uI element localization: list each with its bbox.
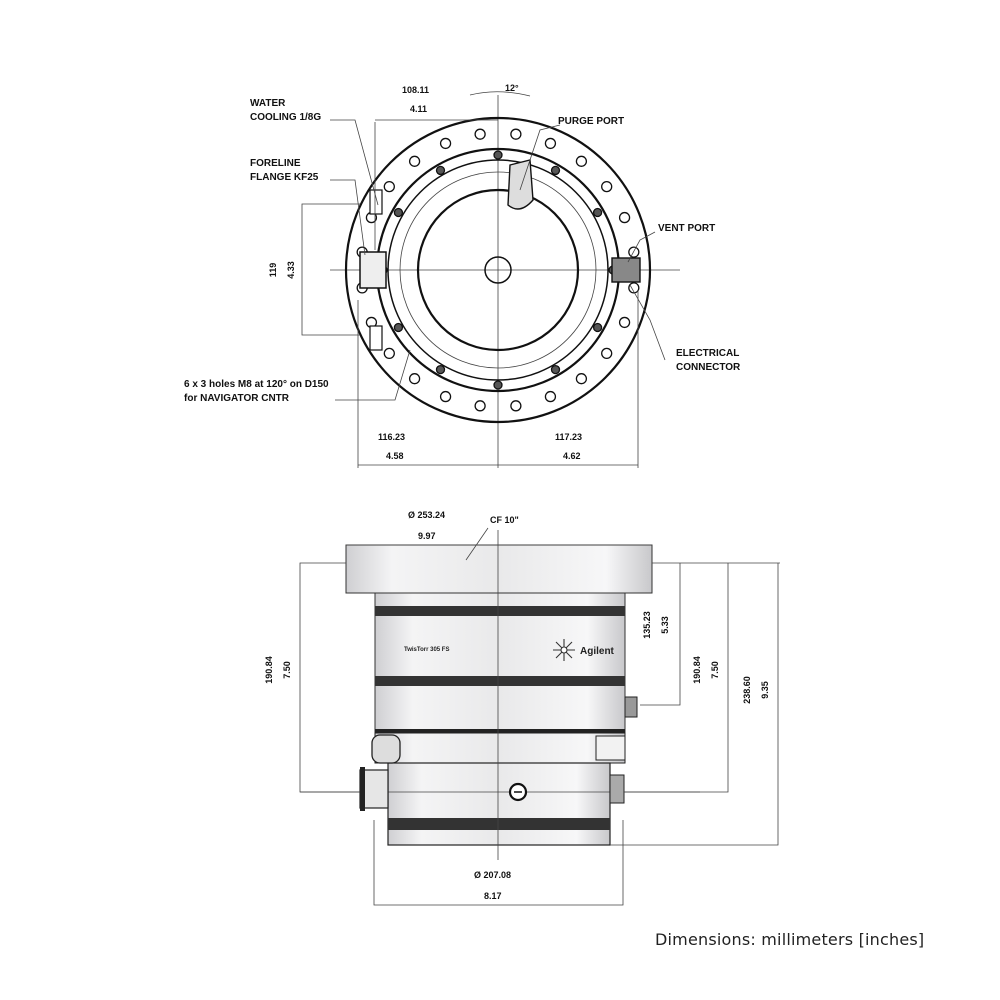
bolt-hole: [474, 128, 486, 140]
holes-note-2: for NAVIGATOR CNTR: [184, 393, 290, 404]
bolt-hole: [393, 322, 404, 333]
rotor-inlet-circle: [416, 188, 580, 352]
agilent-logo-icon: [553, 639, 575, 661]
bolt-hole: [510, 400, 522, 412]
bolt-hole: [435, 364, 446, 375]
dim-bottom-right-in: 4.62: [563, 451, 581, 461]
center-hub: [484, 256, 512, 284]
dim-top-offset-in: 4.11: [410, 104, 427, 114]
bolt-hole: [601, 347, 613, 360]
top-view: WATER COOLING 1/8G FORELINE FLANGE KF25 …: [184, 83, 741, 468]
bolt-hole: [439, 390, 452, 403]
bolt-hole: [493, 380, 503, 390]
dim-bottom-left-in: 4.58: [386, 451, 404, 461]
dim-total-height-in: 9.35: [760, 681, 770, 699]
bolt-hole: [592, 322, 603, 333]
dark-band: [375, 606, 625, 616]
bolt-hole: [550, 364, 561, 375]
foreline-flange-edge: [360, 767, 365, 811]
water-cooling-fitting: [369, 325, 383, 351]
foreline-flange: [359, 251, 387, 289]
bolt-hole: [493, 150, 503, 160]
bolt-hole: [544, 137, 557, 150]
vent-port: [609, 774, 625, 804]
bolt-hole: [439, 137, 452, 150]
units-caption: Dimensions: millimeters [inches]: [655, 930, 925, 949]
dim-connector-height: 135.23: [642, 611, 652, 639]
inner-thin-circle: [399, 171, 597, 369]
electrical-label-2: CONNECTOR: [676, 362, 741, 373]
dim-body-diameter: Ø 207.08: [474, 870, 511, 880]
electrical-connector: [595, 735, 626, 761]
ring-circle: [387, 159, 609, 381]
dim-left-height: 190.84: [264, 656, 274, 684]
foreline-label-2: FLANGE KF25: [250, 172, 319, 183]
vent-port-label: VENT PORT: [658, 223, 715, 234]
bolt-hole: [618, 211, 631, 224]
dim-bottom-left: 116.23: [378, 432, 405, 442]
dark-band: [388, 818, 610, 830]
bolt-hole: [628, 282, 640, 294]
pump-upper-body: [374, 592, 626, 734]
dim-right-height-in: 7.50: [710, 661, 720, 679]
dim-left-height-in: 7.50: [282, 661, 292, 679]
dim-total-height: 238.60: [742, 676, 752, 704]
dim-top-offset: 108.11: [402, 85, 429, 95]
bolt-hole: [383, 347, 395, 360]
bolt-hole: [618, 316, 631, 329]
dark-band: [375, 729, 625, 733]
pump-mid-body: [374, 732, 626, 764]
conflat-flange: [345, 544, 653, 594]
purge-port: [624, 696, 638, 718]
dim-flange-type: CF 10": [490, 515, 519, 525]
pump-base: [387, 762, 611, 846]
dim-left-height-in: 4.33: [286, 261, 296, 279]
dim-connector-height-in: 5.33: [660, 616, 670, 634]
dark-band: [375, 676, 625, 686]
holes-note: 6 x 3 holes M8 at 120° on D150: [184, 379, 329, 390]
outer-flange-circle: [344, 116, 652, 424]
bolt-hole: [408, 155, 421, 167]
dim-flange-diameter: Ø 253.24: [408, 510, 445, 520]
foreline-label: FORELINE: [250, 158, 301, 169]
bolt-hole: [383, 180, 395, 193]
dim-bottom-right: 117.23: [555, 432, 582, 442]
electrical-label: ELECTRICAL: [676, 348, 739, 359]
dim-angle: 12°: [505, 83, 519, 93]
water-cooling-fitting: [369, 189, 383, 215]
bolt-hole: [575, 155, 588, 167]
bolt-hole: [601, 180, 613, 193]
water-cooling-label: WATER: [250, 98, 286, 109]
brand-label: Agilent: [580, 646, 615, 657]
bolt-hole: [544, 390, 557, 403]
dim-right-height: 190.84: [692, 656, 702, 684]
dim-body-diameter-in: 8.17: [484, 891, 502, 901]
dim-left-height: 119: [268, 263, 278, 278]
bolt-hole: [408, 373, 421, 385]
side-view: TwisTorr 305 FS Agilent Ø 253.24 9.97 CF…: [264, 510, 780, 906]
water-cooling-label-2: COOLING 1/8G: [250, 112, 321, 123]
water-cooling-fitting: [371, 734, 401, 764]
bolt-hole: [575, 373, 588, 385]
electrical-connector: [611, 257, 641, 283]
bolt-hole: [435, 165, 446, 176]
purge-port: [507, 159, 534, 210]
bolt-hole: [393, 207, 404, 218]
purge-port-label: PURGE PORT: [558, 116, 624, 127]
model-label: TwisTorr 305 FS: [404, 647, 449, 653]
bolt-hole: [510, 128, 522, 140]
dim-flange-diameter-in: 9.97: [418, 531, 436, 541]
bolt-hole: [592, 207, 603, 218]
bolt-hole: [474, 400, 486, 412]
bolt-hole: [550, 165, 561, 176]
